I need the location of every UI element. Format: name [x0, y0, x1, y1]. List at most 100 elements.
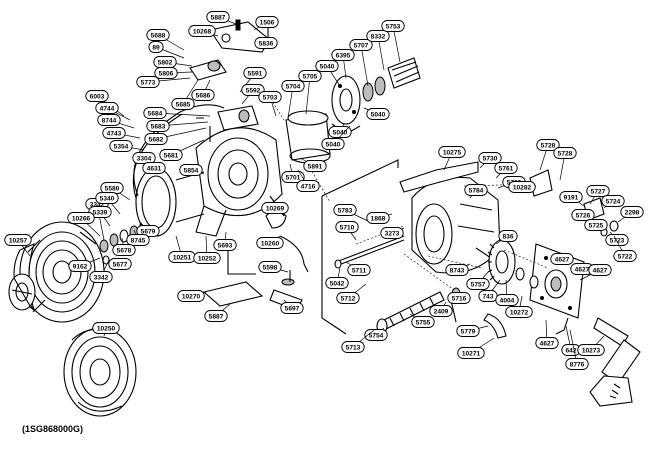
- callout-leader-line: [360, 44, 369, 87]
- callout-bubble: [108, 258, 132, 270]
- spool-assembly: [13, 221, 105, 323]
- part-number-label: 5683: [151, 123, 166, 130]
- callout-5679: 5679: [136, 221, 160, 237]
- callout-9162: 9162: [68, 257, 101, 272]
- callout-5040: 5040: [321, 125, 351, 150]
- callout-10273: 10273: [577, 335, 605, 356]
- callout-bubble: [321, 138, 345, 150]
- callout-5773: 5773: [136, 76, 191, 88]
- callout-bubble: [333, 204, 357, 216]
- callout-bubble: [102, 127, 126, 139]
- callout-bubble: [601, 195, 625, 207]
- callout-10275: 10275: [438, 146, 466, 171]
- part-number-label: 5703: [263, 94, 278, 101]
- callout-bubble: [498, 230, 518, 242]
- callout-bubble: [550, 253, 574, 265]
- callout-bubble: [478, 152, 502, 164]
- callout-9191: 9191: [559, 191, 585, 207]
- part-number-label: 5592: [246, 87, 261, 94]
- callout-6003: 6003: [85, 90, 125, 117]
- callout-5783: 5783: [333, 204, 371, 223]
- callout-5677: 5677: [108, 258, 132, 270]
- callout-bubble: [559, 191, 583, 203]
- part-number-label: 10250: [97, 325, 116, 332]
- callout-10260: 10260: [256, 235, 284, 249]
- callout-4716: 4716: [296, 169, 320, 192]
- callout-bubble: [494, 162, 518, 174]
- callout-5887: 5887: [206, 11, 237, 25]
- callout-10269: 10269: [261, 202, 289, 215]
- callout-2298: 2298: [617, 206, 644, 223]
- callout-5040: 5040: [315, 60, 341, 87]
- callout-bubble: [447, 292, 471, 304]
- callout-5598: 5598: [258, 261, 289, 273]
- callout-leader-line: [305, 75, 311, 115]
- callout-bubble: [535, 337, 559, 349]
- callout-5683: 5683: [146, 120, 209, 132]
- callout-bubble: [380, 227, 404, 239]
- callout-bubble: [92, 322, 120, 334]
- callout-bubble: [429, 305, 453, 317]
- callout-bubble: [148, 41, 164, 53]
- callout-bubble: [193, 252, 221, 264]
- callout-bubble: [584, 219, 608, 231]
- callout-5725: 5725: [584, 219, 608, 231]
- part-number-label: 5693: [218, 242, 233, 249]
- callout-5686: 5686: [191, 79, 215, 101]
- part-number-label: 5682: [149, 136, 164, 143]
- callout-bubble: [191, 89, 215, 101]
- callout-bubble: [464, 184, 488, 196]
- callout-5701: 5701: [281, 163, 305, 183]
- model-code-label: (1SG868000G): [22, 424, 84, 434]
- callout-bubble: [258, 261, 282, 273]
- callout-bubble: [177, 290, 205, 302]
- callout-bubble: [144, 133, 168, 145]
- callout-5704: 5704: [281, 80, 305, 119]
- callout-4627: 4627: [535, 319, 559, 349]
- callout-bubble: [411, 316, 435, 328]
- callout-10270: 10270: [177, 290, 207, 302]
- callout-bubble: [303, 160, 327, 172]
- callout-bubble: [68, 260, 92, 272]
- part-number-label: 10273: [582, 347, 601, 354]
- part-number-label: 5684: [148, 110, 163, 117]
- callout-bubble: [457, 347, 485, 359]
- callout-5887: 5887: [204, 303, 231, 322]
- callout-5710: 5710: [335, 221, 359, 241]
- callout-10251: 10251: [168, 235, 196, 263]
- callout-10271: 10271: [457, 337, 495, 359]
- callout-5724: 5724: [601, 195, 625, 209]
- part-number-label: 5339: [93, 209, 108, 216]
- callout-bubble: [159, 149, 183, 161]
- callout-bubble: [88, 206, 112, 218]
- part-number-label: 5727: [591, 188, 606, 195]
- part-number-label: 5712: [341, 295, 356, 302]
- callout-5040: 5040: [328, 123, 352, 138]
- part-number-label: 2298: [625, 209, 640, 216]
- part-number-label: 4744: [100, 105, 115, 112]
- part-number-label: 5802: [158, 59, 173, 66]
- callout-bubble: [4, 234, 32, 246]
- part-number-label: 8745: [131, 237, 146, 244]
- callout-bubble: [366, 30, 390, 42]
- part-number-label: 5040: [320, 63, 335, 70]
- part-number-label: 5887: [209, 313, 224, 320]
- callout-bubble: [364, 329, 388, 341]
- callout-layer: 5887150610268583656888958025806577356855…: [4, 11, 644, 370]
- part-number-label: 4716: [301, 183, 316, 190]
- callout-5697: 5697: [280, 299, 304, 314]
- part-number-label: 5042: [330, 280, 345, 287]
- callout-5703: 5703: [258, 91, 282, 117]
- rotor-ring: [202, 210, 309, 311]
- part-number-label: 10257: [9, 237, 28, 244]
- callout-5755: 5755: [409, 313, 435, 328]
- part-number-label: 4004: [500, 297, 515, 304]
- callout-bubble: [206, 11, 230, 23]
- callout-bubble: [213, 239, 237, 251]
- callout-5728: 5728: [553, 147, 577, 181]
- part-number-label: 1506: [260, 19, 275, 26]
- callout-bubble: [85, 90, 109, 102]
- pinion-gear-assembly: [331, 57, 421, 135]
- part-number-label: 3273: [385, 230, 400, 237]
